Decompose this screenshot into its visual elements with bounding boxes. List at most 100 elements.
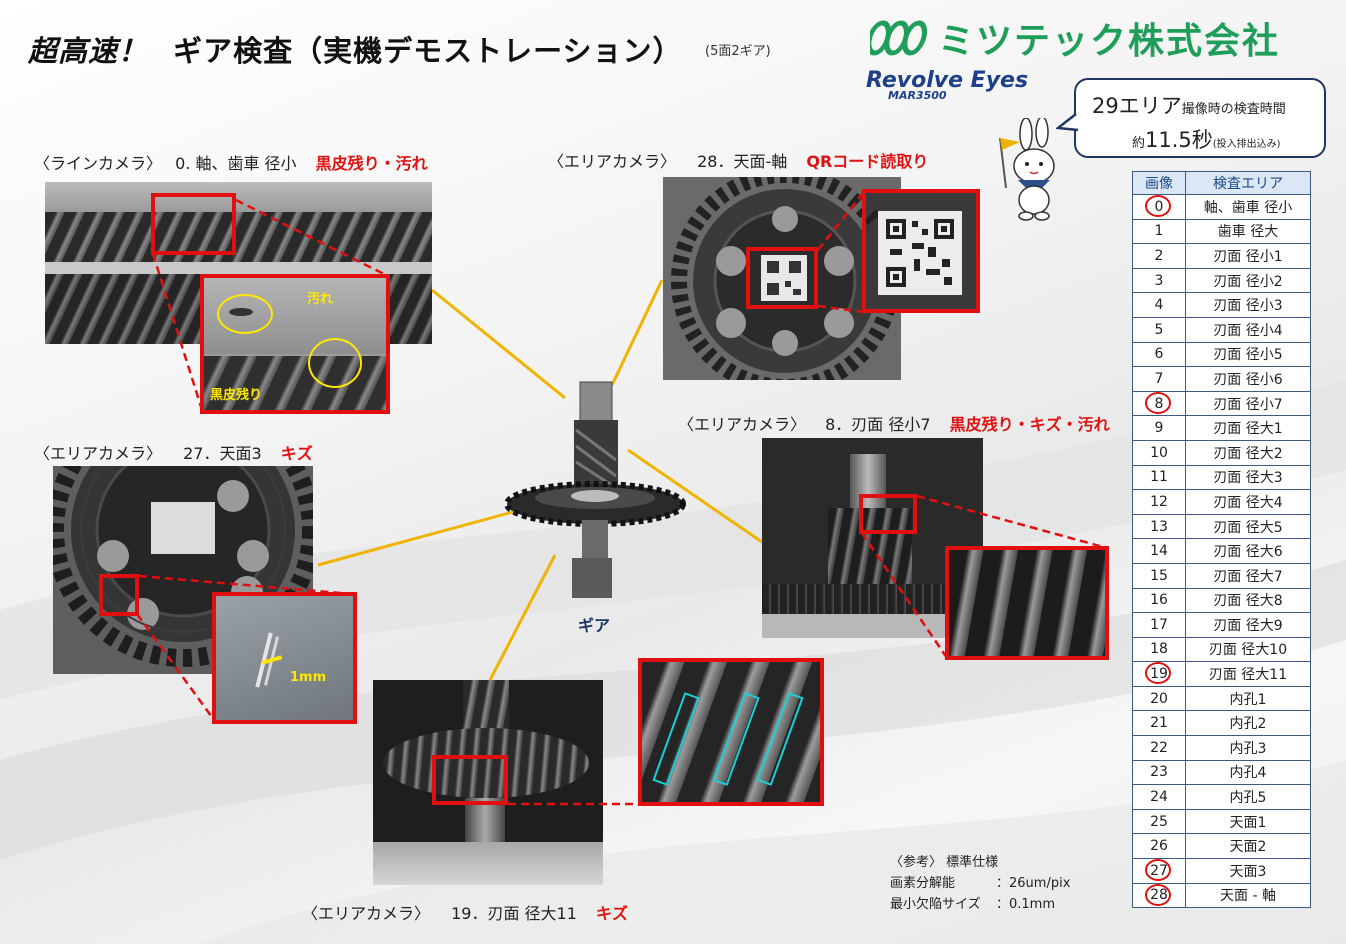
zoom-inset-28 [862,189,980,313]
image-number-cell: 7 [1132,366,1186,392]
image-number-cell: 19 [1132,661,1186,687]
image-number-cell: 23 [1132,759,1186,786]
pixel-resolution-value: ：26um/pix [996,876,1071,891]
area-count: 29エリア [1092,94,1182,118]
highlight-circle [1145,883,1171,906]
inspection-area-cell: 刃面 径大6 [1185,538,1311,564]
defect-label-0: 黒皮残り・汚れ [315,154,428,173]
zoom-inset-19 [638,658,824,806]
image-number-cell: 8 [1132,390,1186,417]
inspection-area-cell: 刃面 径大1 [1185,415,1311,441]
col-header-image: 画像 [1132,171,1186,195]
image-number-cell: 14 [1132,538,1186,564]
inspection-time-callout: 29エリア撮像時の検査時間 約11.5秒(投入排出込み) [1074,78,1326,158]
inspection-area-cell: 内孔3 [1185,735,1311,761]
product-model: MAR3500 [888,89,947,102]
image-number-cell: 6 [1132,341,1186,368]
reference-spec: 〈参考〉 標準仕様 画素分解能：26um/pix 最小欠陥サイズ：0.1mm [890,855,1071,912]
inspection-area-cell: 刃面 径大9 [1185,612,1311,638]
min-defect-value: ：0.1mm [996,897,1056,912]
highlight-circle [1145,391,1171,414]
image-number-cell: 5 [1132,316,1186,343]
image-number-cell: 4 [1132,292,1186,318]
rabbit-mascot-icon [999,118,1055,221]
inspection-area-cell: 刃面 径小4 [1185,316,1311,343]
zoom-inset-8 [945,546,1109,660]
product-logo: Revolve Eyes MAR3500 [866,68,1056,108]
inspection-area-cell: 軸、歯車 径小 [1185,194,1311,220]
image-number-cell: 10 [1132,439,1186,466]
caption-image-19: 〈エリアカメラ〉 19．刃面 径大11 キズ [302,904,629,923]
defect-label-27: キズ [280,444,313,463]
image-number-cell: 2 [1132,243,1186,269]
inspection-area-cell: 天面3 [1185,858,1311,884]
zoom-inset-0: 汚れ 黒皮残り [200,274,390,414]
defect-label-28: QRコード読取り [806,152,929,171]
inspection-area-cell: 刃面 径大4 [1185,489,1311,515]
inspection-area-cell: 刃面 径大11 [1185,661,1311,687]
defect-box-8 [859,494,917,534]
image-number-cell: 18 [1132,636,1186,663]
company-name: ミツテック株式会社 [938,21,1281,62]
inspection-area-cell: 刃面 径小1 [1185,243,1311,269]
page-subtitle: (5面2ギア) [705,44,771,59]
inspection-area-cell: 刃面 径小6 [1185,366,1311,392]
caption-image-0: 〈ラインカメラ〉 0. 軸、歯車 径小 黒皮残り・汚れ [34,154,428,173]
company-logo: ミツテック株式会社 [870,14,1320,62]
defect-box-0 [151,193,236,255]
inspection-area-cell: 天面2 [1185,833,1311,860]
logo-mark-icon [870,20,928,56]
inspection-area-cell: 刃面 径大2 [1185,439,1311,466]
inspection-area-cell: 刃面 径大5 [1185,513,1311,540]
image-number-cell: 16 [1132,587,1186,614]
zoom-inset-27: 1mm [212,592,357,724]
inspection-area-cell: 刃面 径大10 [1185,636,1311,663]
image-number-cell: 26 [1132,833,1186,860]
inspection-area-cell: 刃面 径小7 [1185,390,1311,417]
highlight-circle [1145,859,1171,882]
inspection-area-cell: 刃面 径小5 [1185,341,1311,368]
image-number-cell: 0 [1132,194,1186,220]
inspection-area-cell: 刃面 径大3 [1185,464,1311,491]
caption-image-28: 〈エリアカメラ〉 28．天面-軸 QRコード読取り [548,152,929,171]
image-number-cell: 21 [1132,710,1186,737]
inspection-area-cell: 刃面 径小3 [1185,292,1311,318]
image-number-cell: 20 [1132,685,1186,712]
inspection-area-cell: 天面1 [1185,808,1311,835]
black-scale-label: 黒皮残り [210,388,263,403]
defect-box-19 [432,755,508,805]
scale-1mm-label: 1mm [290,670,327,685]
inspection-area-cell: 内孔5 [1185,784,1311,810]
defect-box-27 [99,574,139,616]
inspection-time: 11.5秒 [1145,128,1213,152]
inspection-area-cell: 歯車 径大 [1185,218,1311,245]
inspection-area-cell: 刃面 径小2 [1185,267,1311,294]
highlight-circle [1145,195,1171,217]
